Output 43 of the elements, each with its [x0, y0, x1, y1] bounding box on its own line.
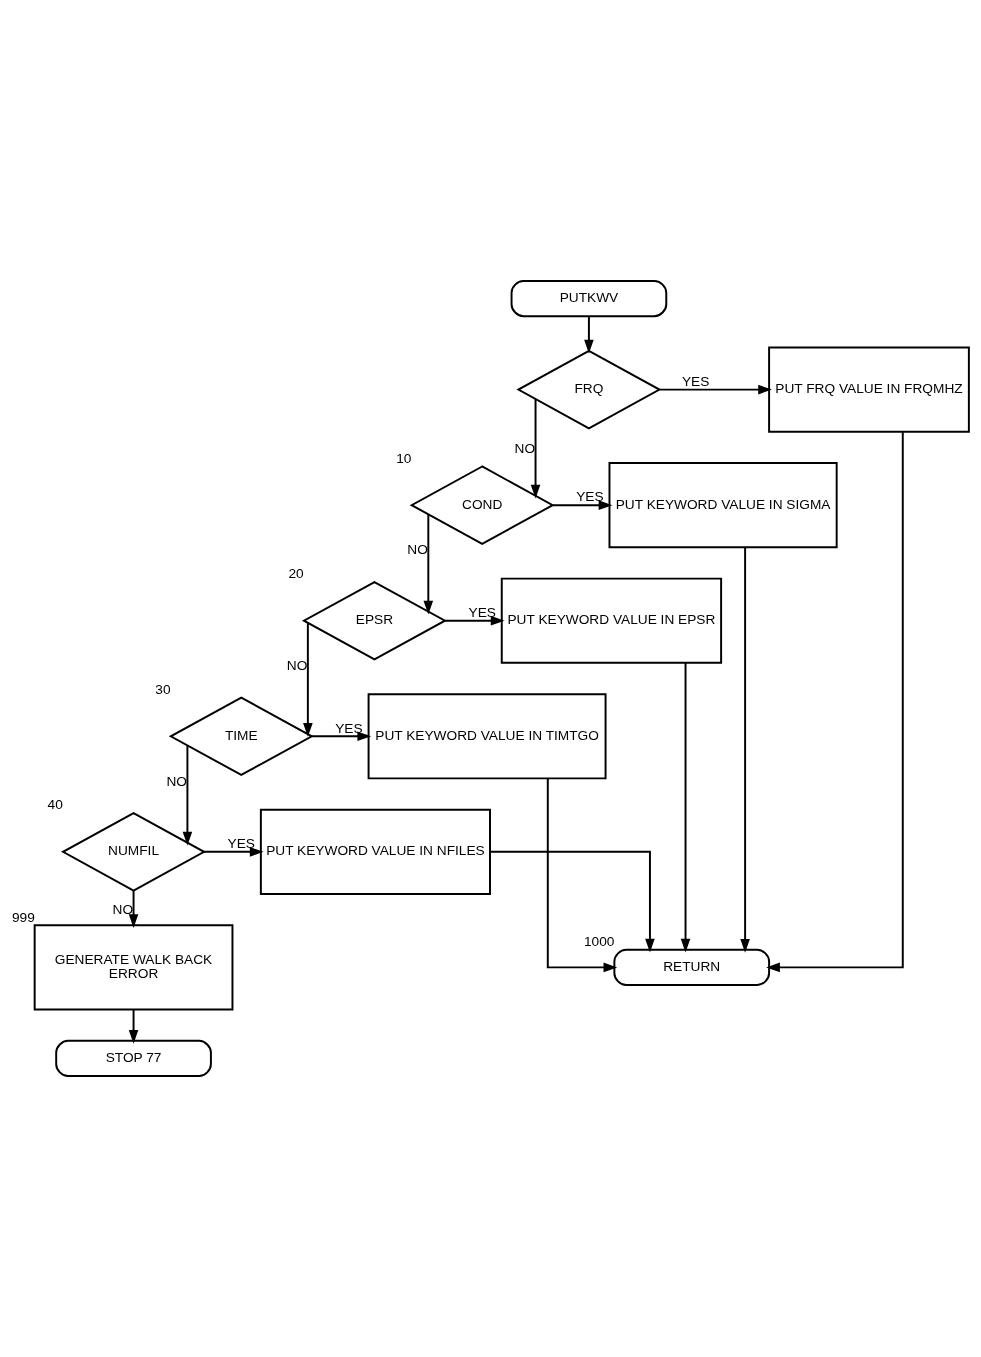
node-diamond: NUMFIL — [61, 812, 207, 892]
node-label: 30 — [155, 681, 171, 697]
edge-label: YES — [576, 489, 604, 505]
arrow — [658, 384, 772, 395]
edge-label: NO — [112, 901, 134, 917]
node-diamond: FRQ — [516, 349, 662, 430]
node-box: PUT KEYWORD VALUE IN EPSR — [500, 577, 723, 664]
node-label: 40 — [47, 797, 63, 813]
node-diamond: EPSR — [301, 580, 447, 661]
edge-label: YES — [468, 605, 496, 620]
node-box: RETURN — [613, 948, 771, 986]
arrow — [546, 777, 618, 973]
arrow — [303, 622, 313, 737]
node-label: 999 — [11, 909, 35, 925]
arrow — [680, 661, 691, 953]
node-box: PUT KEYWORD VALUE IN TIMTGO — [367, 693, 607, 780]
node-label: 1000 — [583, 934, 615, 950]
node-box: PUT FRQ VALUE IN FRQMHZ — [768, 346, 970, 433]
node-box: STOP 77 — [55, 1039, 212, 1078]
arrow — [489, 850, 655, 953]
arrow — [584, 315, 594, 354]
arrow — [203, 847, 264, 857]
arrow — [311, 731, 372, 742]
arrow — [423, 513, 434, 615]
node-label: 10 — [396, 450, 412, 466]
node-box: PUT KEYWORD VALUE IN SIGMA — [608, 462, 838, 549]
edge-label: NO — [514, 441, 536, 457]
arrow — [128, 1008, 139, 1044]
edge-label: YES — [227, 836, 255, 852]
node-label: 20 — [288, 566, 304, 582]
node-box: GENERATE WALK BACK ERROR — [33, 924, 234, 1011]
node-box: PUT KEYWORD VALUE IN NFILES — [259, 808, 491, 895]
arrow — [182, 744, 193, 846]
arrow — [766, 431, 904, 973]
arrow — [128, 889, 139, 928]
arrow — [551, 500, 613, 510]
node-diamond: COND — [409, 465, 555, 545]
arrow — [740, 546, 750, 953]
node-box: PUTKWV — [510, 279, 668, 318]
edge-label: YES — [335, 720, 363, 736]
arrow — [530, 398, 541, 499]
edge-label: YES — [681, 373, 710, 389]
arrow — [444, 615, 505, 626]
